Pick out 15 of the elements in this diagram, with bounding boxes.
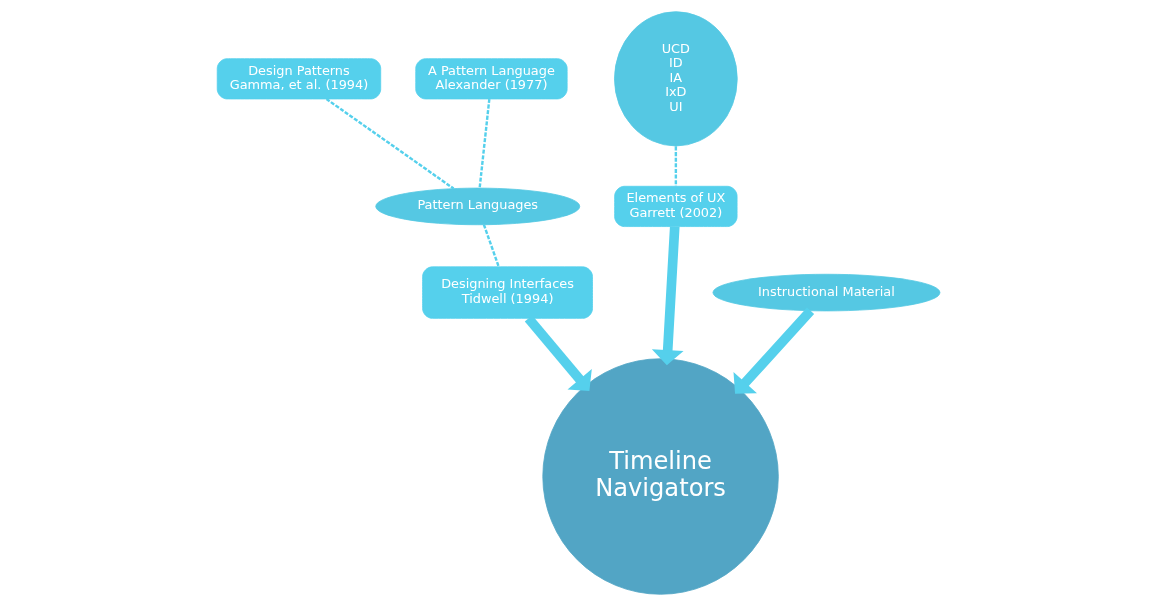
arrow [524,315,592,391]
node-box: Design Patterns Gamma, et al. (1994) [216,58,382,100]
arrow [651,226,684,366]
node-box: A Pattern Language Alexander (1977) [415,58,568,100]
node-ellipse: Instructional Material [712,273,941,312]
connector [478,98,491,189]
node-circle: Timeline Navigators [542,358,779,595]
node-ellipse: Pattern Languages [375,187,581,226]
connector [325,98,455,190]
arrow [733,307,815,394]
node-circle: UCD ID IA IxD UI [614,11,738,147]
node-box: Designing Interfaces Tidwell (1994) [422,266,593,319]
node-box: Elements of UX Garrett (2002) [614,185,738,227]
connector [482,224,500,267]
connector [674,146,678,187]
